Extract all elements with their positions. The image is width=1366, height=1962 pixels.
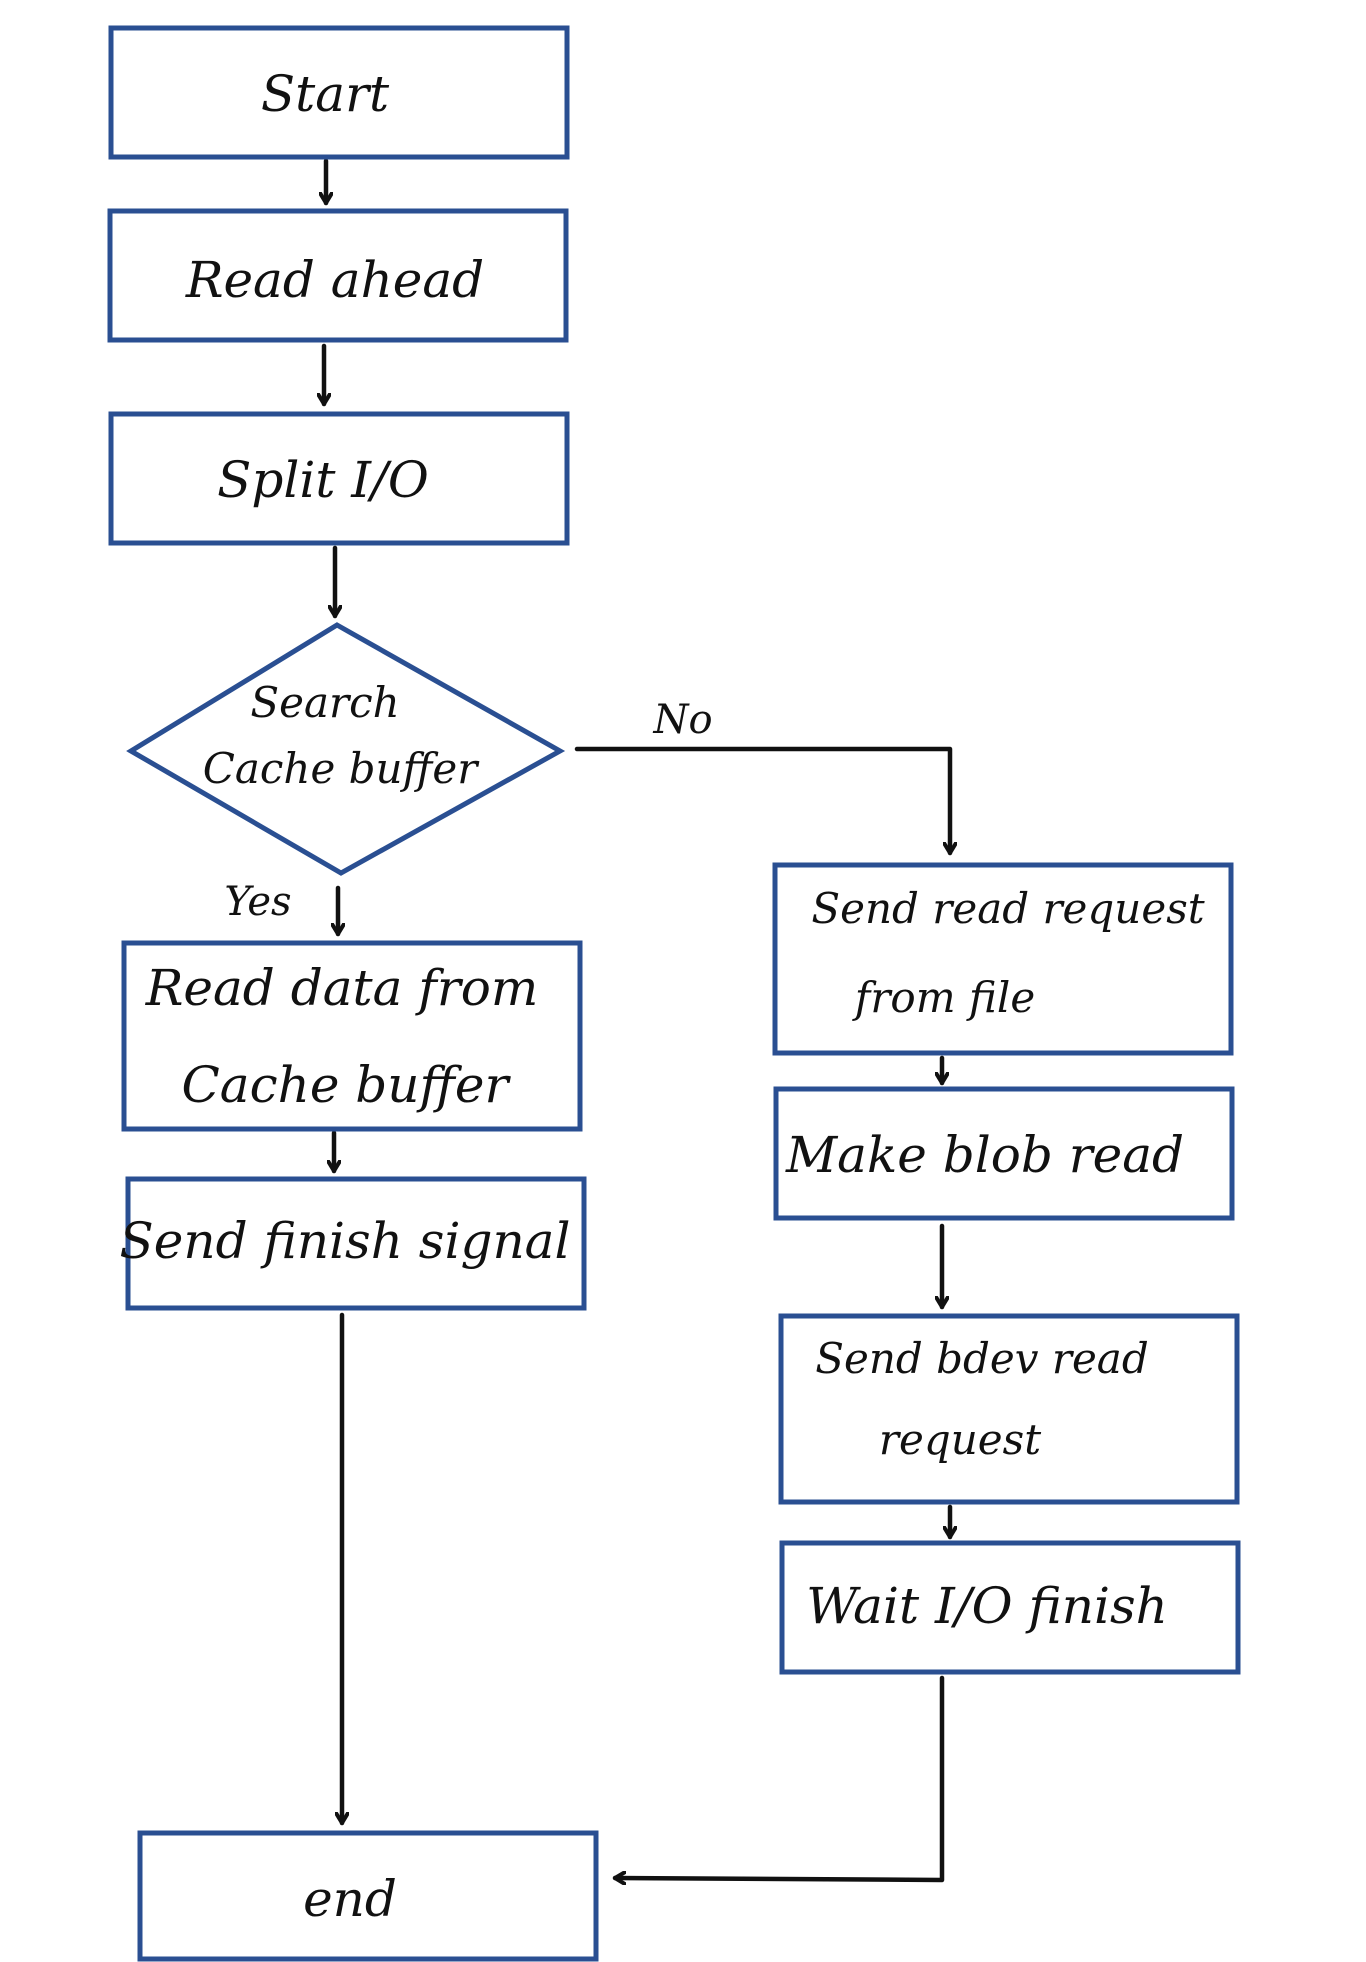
edge-label-no: No <box>652 697 712 743</box>
node-end: end <box>137 1830 599 1962</box>
node-read-ahead: Read ahead <box>107 208 569 343</box>
edge-label-yes: Yes <box>224 879 291 925</box>
node-send-bdev-read-line-2: request <box>879 1415 1041 1464</box>
node-send-read-request: Send read request from file <box>772 862 1234 1056</box>
node-read-ahead-label: Read ahead <box>185 251 484 309</box>
node-make-blob-read-label: Make blob read <box>785 1126 1184 1184</box>
edge-search-cache-to-send-read-request <box>574 746 950 856</box>
node-read-cache-line-2: Cache buffer <box>182 1056 512 1114</box>
edge-wait-io-finish-to-end <box>612 1675 945 1880</box>
node-end-label: end <box>303 1870 397 1928</box>
node-split-io: Split I/O <box>108 411 570 546</box>
node-send-bdev-read: Send bdev read request <box>778 1313 1240 1505</box>
node-wait-io-finish: Wait I/O finish <box>779 1540 1241 1675</box>
node-search-cache-line-2: Cache buffer <box>203 744 481 793</box>
node-start: Start <box>108 25 570 160</box>
edges <box>324 158 950 1880</box>
node-send-read-request-line-1: Send read request <box>811 884 1204 933</box>
node-search-cache-line-1: Search <box>250 678 399 727</box>
node-search-cache: Search Cache buffer <box>126 622 566 876</box>
node-split-io-label: Split I/O <box>217 451 429 509</box>
node-make-blob-read: Make blob read <box>773 1086 1235 1221</box>
node-read-cache: Read data from Cache buffer <box>121 940 583 1132</box>
node-send-bdev-read-line-1: Send bdev read <box>815 1334 1148 1383</box>
node-send-finish: Send finish signal <box>120 1176 587 1311</box>
node-start-label: Start <box>261 65 390 123</box>
node-wait-io-finish-label: Wait I/O finish <box>806 1577 1168 1635</box>
node-send-finish-label: Send finish signal <box>120 1212 571 1270</box>
node-read-cache-line-1: Read data from <box>145 959 538 1017</box>
node-send-read-request-line-2: from file <box>852 973 1035 1022</box>
